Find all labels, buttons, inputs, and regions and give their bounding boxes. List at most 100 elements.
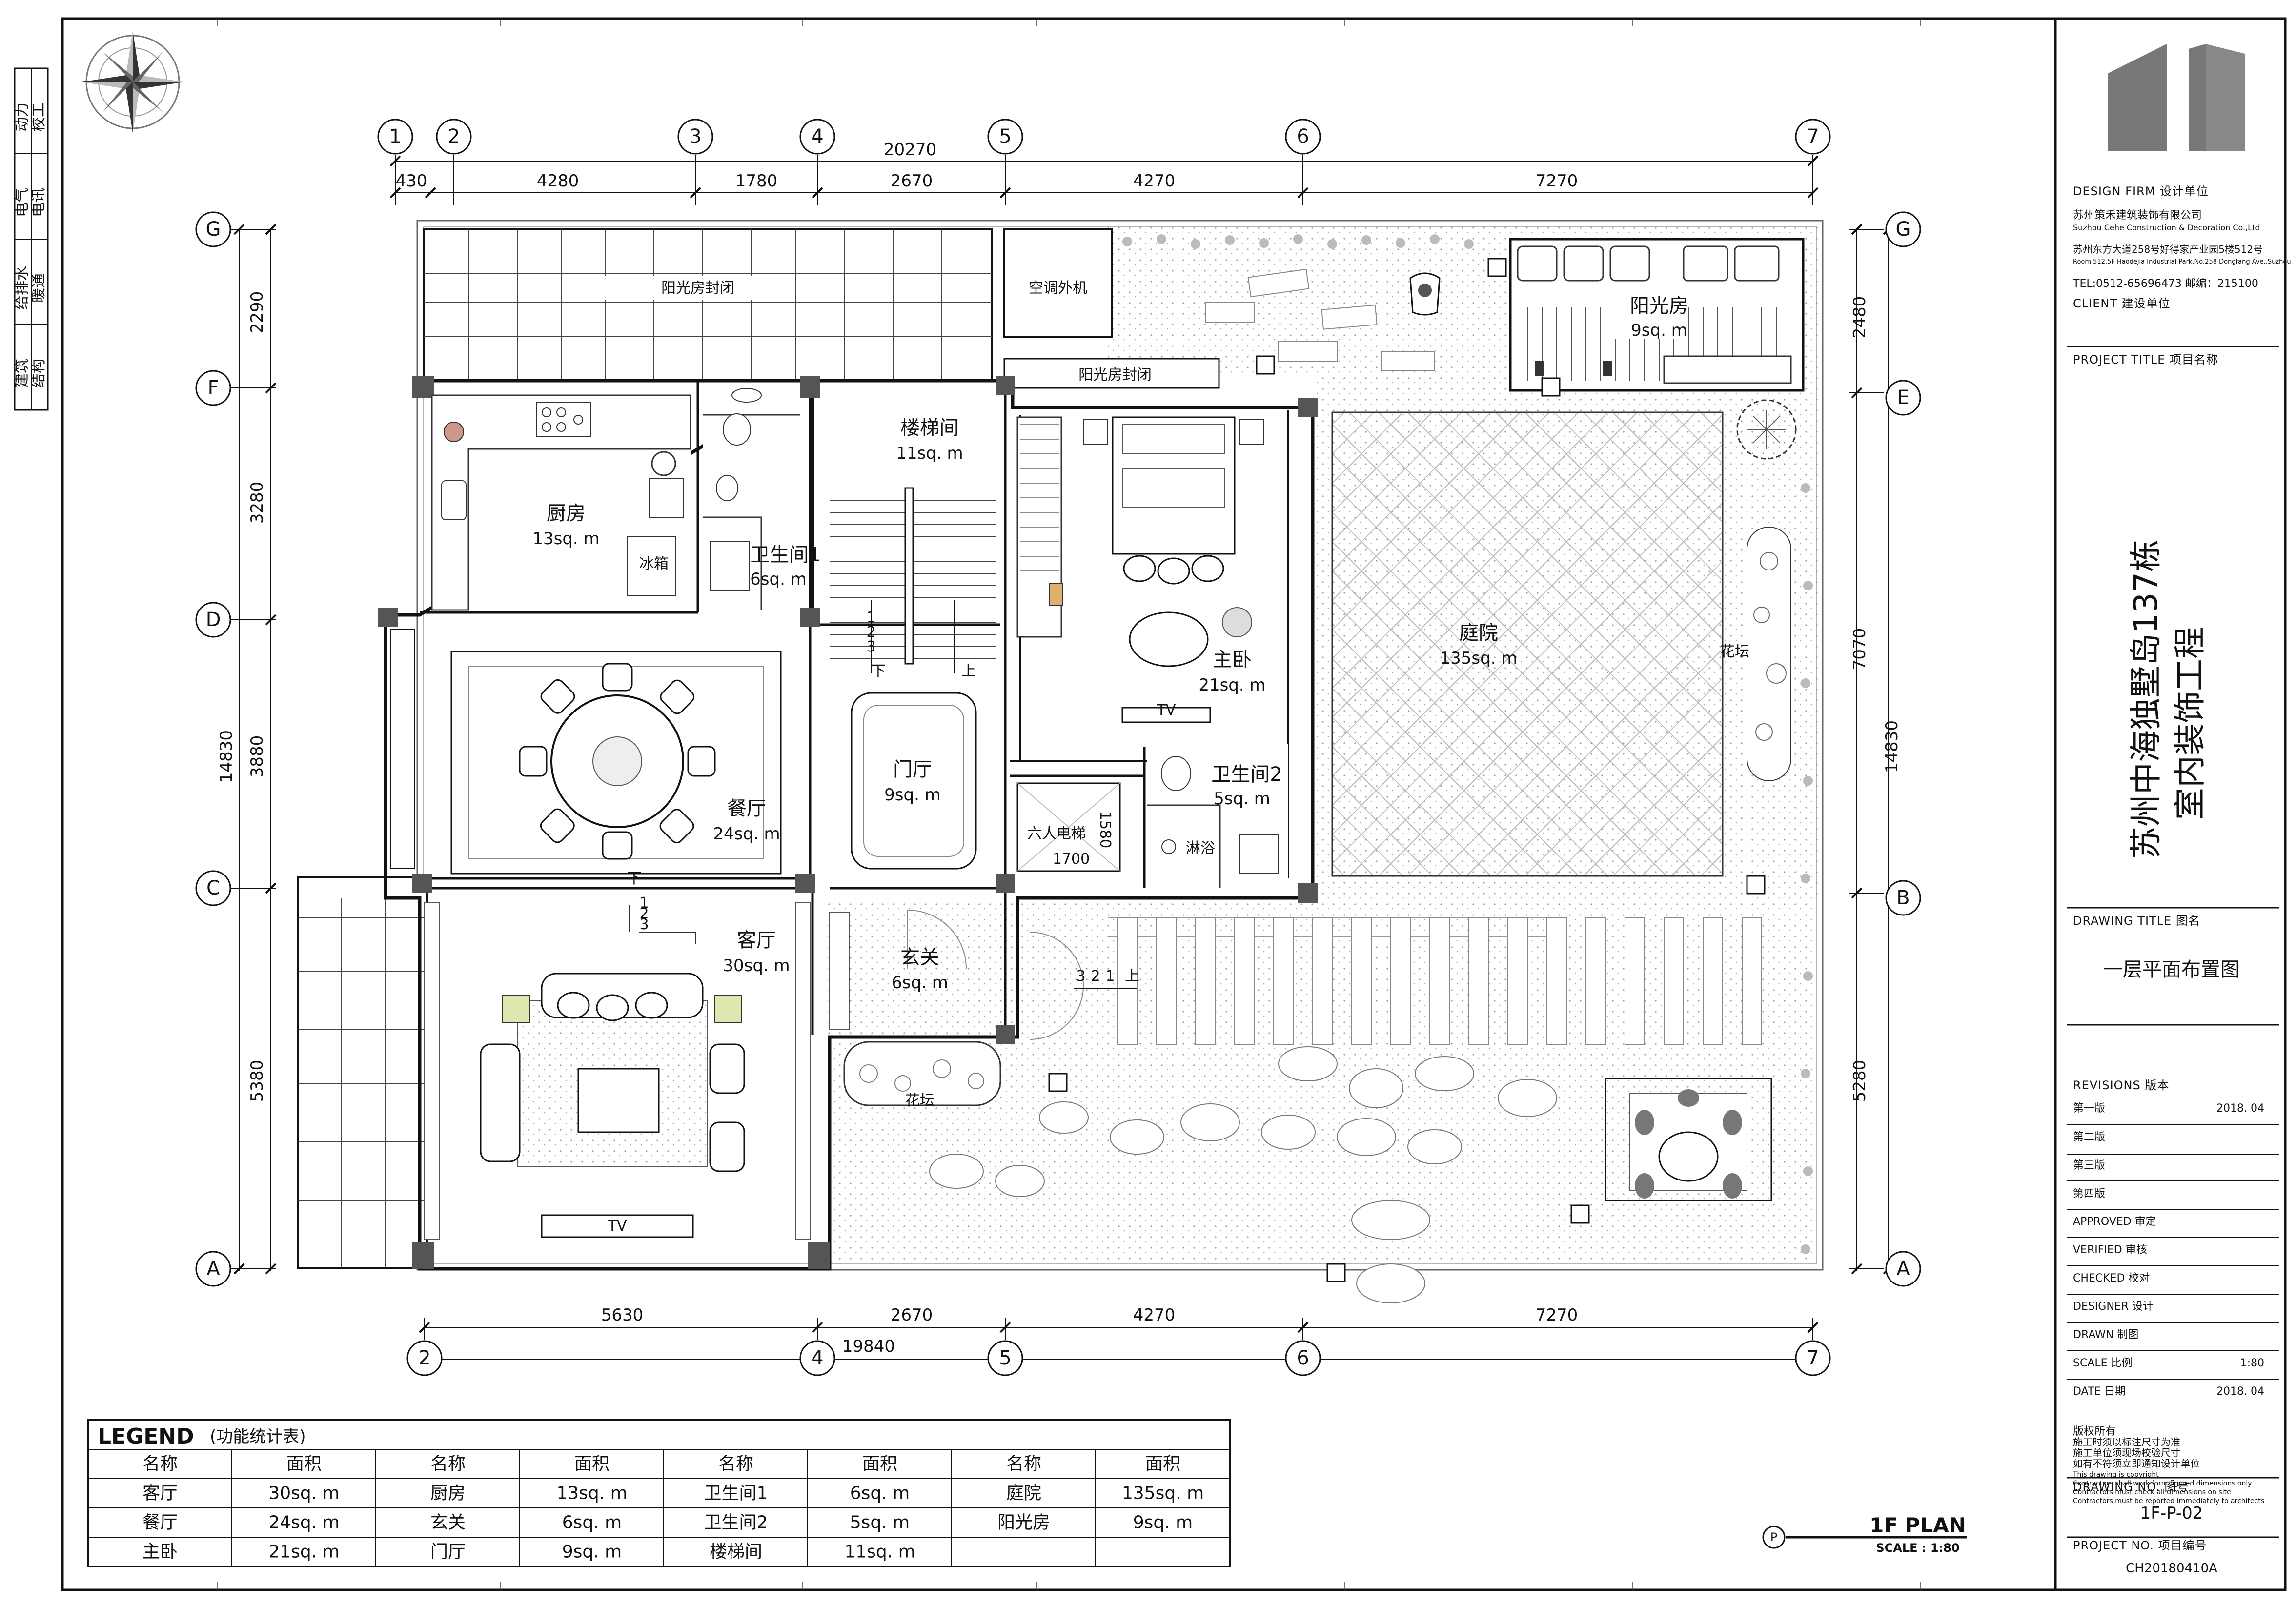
tb-client-label: CLIENT 建设单位 <box>2073 297 2171 310</box>
axis-left-G: G <box>195 211 231 247</box>
staircase: 1 2 3 下 上 楼梯间 11sq. m <box>830 417 996 680</box>
tb-project-no: CH20180410A <box>2126 1561 2217 1576</box>
tb-firm-cn: 苏州策禾建筑装饰有限公司 <box>2073 209 2202 222</box>
step-mark-2: 2 <box>1091 968 1100 985</box>
legend-cell-1-2: 玄关 <box>430 1513 466 1533</box>
legend-header-2: 名称 <box>430 1454 466 1474</box>
dim-right-0: 2480 <box>1850 296 1869 339</box>
tb-sign-6-value: 2018. 04 <box>2216 1385 2264 1398</box>
svg-text:G: G <box>206 218 221 241</box>
bath2-name: 卫生间2 <box>1211 763 1282 786</box>
legend-cell-0-7: 135sq. m <box>1122 1484 1204 1504</box>
legend-cell-2-4: 楼梯间 <box>710 1542 762 1562</box>
dining-room: 餐厅 24sq. m <box>390 629 782 875</box>
legend-header-1: 面积 <box>286 1454 322 1474</box>
svg-text:6: 6 <box>1297 125 1309 148</box>
tb-rev-1-name: 第二版 <box>2073 1131 2105 1143</box>
living-stair-mark-3: 3 <box>639 916 649 933</box>
dim-left-3: 5380 <box>247 1060 267 1102</box>
axis-top-7: 7 <box>1795 119 1831 155</box>
axis-left-C: C <box>195 870 231 906</box>
strip-1a: 动力 <box>14 102 31 132</box>
svg-text:4: 4 <box>811 125 823 148</box>
bath2-area: 5sq. m <box>1214 789 1270 809</box>
label-sunroom-closed-2: 阳光房封闭 <box>1078 366 1152 384</box>
legend-table: LEGEND (功能统计表) 名称 面积 名称 面积 名称 面积 名称 面积 客… <box>87 1419 1231 1567</box>
master-bedroom: TV 主卧 21sq. m <box>1016 416 1266 723</box>
axis-left-A: A <box>195 1251 231 1287</box>
strip-1b: 校工 <box>30 102 47 132</box>
legend-subtitle: (功能统计表) <box>210 1427 306 1446</box>
grid-axes: 1 2 3 4 5 6 7 2 4 5 6 7 G F D C A G E B … <box>195 119 1921 1376</box>
stair-mark-2: 2 <box>866 624 875 641</box>
legend-cell-1-5: 5sq. m <box>850 1513 910 1533</box>
planter-label-entry: 花坛 <box>905 1092 935 1109</box>
svg-text:E: E <box>1897 386 1909 409</box>
legend-title: LEGEND <box>98 1424 194 1449</box>
dim-bottom-0: 5630 <box>601 1305 644 1325</box>
tv-label-master: TV <box>1157 702 1176 719</box>
legend-cell-0-5: 6sq. m <box>850 1484 910 1504</box>
tb-copy-0: 版权所有 <box>2073 1425 2116 1438</box>
sunroom-enclosed-left <box>297 876 428 1269</box>
tb-copy-1: 施工时须以标注尺寸为准 <box>2073 1436 2180 1448</box>
axis-top-4: 4 <box>799 119 835 155</box>
svg-text:7: 7 <box>1807 125 1819 148</box>
tb-rev-3-name: 第四版 <box>2073 1188 2105 1200</box>
elevator-w: 1700 <box>1053 851 1090 868</box>
courtyard-name: 庭院 <box>1459 622 1498 644</box>
legend-cell-2-5: 11sq. m <box>844 1542 915 1562</box>
stair-name: 楼梯间 <box>900 417 959 439</box>
legend-cell-1-6: 阳光房 <box>997 1513 1050 1533</box>
svg-text:2: 2 <box>447 125 460 148</box>
plan-tag-letter: P <box>1770 1530 1777 1544</box>
stair-area: 11sq. m <box>896 444 963 463</box>
dim-top-4: 4270 <box>1133 171 1176 191</box>
tb-copy-6: Contractors must check all dimensions on… <box>2073 1488 2231 1496</box>
svg-text:B: B <box>1896 887 1910 909</box>
dining-table <box>519 663 716 860</box>
tb-drawing-title: 一层平面布置图 <box>2103 958 2240 981</box>
left-discipline-strip: 动力 校工 电气 电讯 给排水 暖通 建筑 结构 <box>14 67 49 411</box>
svg-text:1: 1 <box>389 125 401 148</box>
elevator-h: 1580 <box>1097 811 1114 848</box>
dim-left-2: 3880 <box>247 735 267 778</box>
shower-label: 淋浴 <box>1186 840 1215 857</box>
dim-right-1: 7070 <box>1850 628 1869 671</box>
tb-address-cn: 苏州东方大道258号好得家产业园5楼512号 <box>2073 244 2263 255</box>
living-area: 30sq. m <box>723 956 790 976</box>
strip-4b: 结构 <box>30 359 47 388</box>
legend-cell-0-4: 卫生间1 <box>704 1484 768 1504</box>
entry-name: 玄关 <box>900 946 939 969</box>
master-name: 主卧 <box>1213 649 1252 671</box>
svg-text:G: G <box>1896 218 1911 241</box>
tb-project-line2: 室内装饰工程 <box>2171 627 2209 820</box>
legend-header-0: 名称 <box>142 1454 178 1474</box>
tb-sign-5-value: 1:80 <box>2240 1357 2264 1369</box>
tb-copy-2: 施工单位须现场校验尺寸 <box>2073 1447 2180 1459</box>
courtyard-area: 135sq. m <box>1440 649 1518 668</box>
legend-header-4: 名称 <box>718 1454 753 1474</box>
strip-4a: 建筑 <box>14 359 31 388</box>
living-stair-mark-2: 2 <box>639 905 649 922</box>
legend-cell-1-4: 卫生间2 <box>704 1513 768 1533</box>
svg-text:F: F <box>207 377 219 399</box>
plan-tag-title: 1F PLAN <box>1869 1513 1966 1537</box>
tb-project-label: PROJECT TITLE 项目名称 <box>2073 353 2218 366</box>
legend-cell-0-1: 30sq. m <box>268 1484 339 1504</box>
tb-project-line1: 苏州中海独墅岛137栋 <box>2127 540 2165 859</box>
living-stair-mark-1: 1 <box>639 895 649 912</box>
legend-header-3: 面积 <box>574 1454 610 1474</box>
legend-cell-1-0: 餐厅 <box>142 1513 178 1533</box>
dining-area: 24sq. m <box>713 824 780 844</box>
planter-label-right: 花坛 <box>1720 643 1749 660</box>
tb-sign-5: SCALE 比例 <box>2073 1357 2133 1369</box>
tb-copy-5: Contractors shall work form figured dime… <box>2073 1480 2252 1487</box>
axis-bottom-7: 7 <box>1795 1340 1831 1376</box>
tb-rev-0-name: 第一版 <box>2073 1102 2105 1115</box>
tb-sign-1: VERIFIED 审核 <box>2073 1244 2147 1256</box>
stepping-stones <box>929 1046 1557 1303</box>
svg-text:6: 6 <box>1297 1347 1309 1369</box>
dim-top-3: 2670 <box>891 171 933 191</box>
